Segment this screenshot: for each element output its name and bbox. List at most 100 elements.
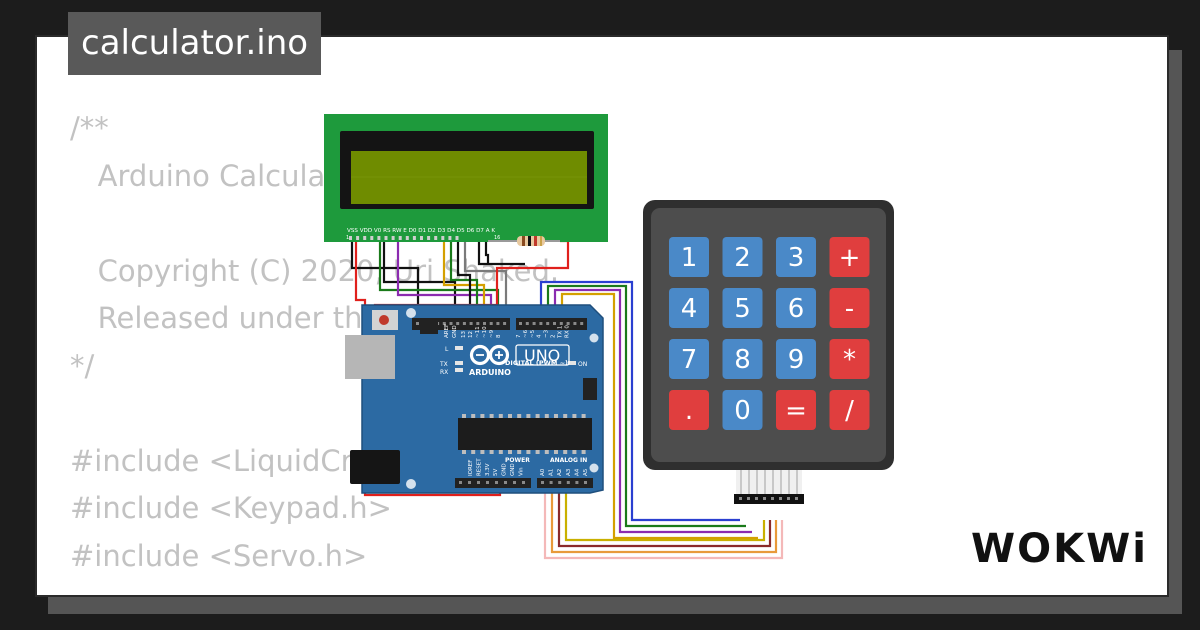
header-pin[interactable] [416,322,419,325]
header-pin[interactable] [559,322,563,325]
header-pin[interactable] [573,322,577,325]
header-pin[interactable] [456,322,460,325]
header-pin[interactable] [558,481,562,484]
key-label: 4 [681,294,698,324]
keypad-key[interactable]: + [829,237,870,277]
lcd-pin[interactable] [448,236,452,240]
wire-keypad-5 [543,486,784,560]
lcd-pin[interactable] [363,236,367,240]
connector-pin[interactable] [787,497,790,500]
lcd-pin[interactable] [391,236,395,240]
key-label: 7 [681,345,698,375]
keypad-key[interactable]: 8 [722,339,763,379]
header-pin[interactable] [519,322,522,325]
lcd-pin[interactable] [405,236,409,240]
connector-pin[interactable] [739,497,742,500]
header-pin[interactable] [532,322,536,325]
analog-pin-label: A1 [549,469,555,476]
keypad-key[interactable]: 0 [722,390,763,430]
header-pin[interactable] [546,322,550,325]
lcd-pin[interactable] [356,236,360,240]
lcd-display[interactable]: VSS VDD V0 RS RW E D0 D1 D2 D3 D4 D5 D6 … [324,114,608,242]
header-pin[interactable] [553,322,556,325]
chip-pin [489,414,494,418]
header-pin[interactable] [495,481,498,484]
chip-pin [471,414,476,418]
header-pin[interactable] [580,322,584,325]
lcd-pin[interactable] [384,236,388,240]
header-pin[interactable] [522,481,525,484]
header-pin[interactable] [486,481,489,484]
header-pin[interactable] [476,322,480,325]
chip-pin [544,450,549,454]
header-pin[interactable] [462,322,466,325]
digital-pin-label: ~9 [489,329,495,338]
connector-pin[interactable] [771,497,774,500]
chip-pin [462,414,466,418]
header-pin[interactable] [575,481,579,484]
header-pin[interactable] [489,322,493,325]
key-label: * [843,345,856,375]
lcd-pin[interactable] [398,236,402,240]
lcd-pin[interactable] [434,236,438,240]
keypad-key[interactable]: 3 [776,237,816,277]
lcd-pin[interactable] [420,236,423,240]
connector-pin[interactable] [779,497,782,500]
header-pin[interactable] [468,481,471,484]
header-pin[interactable] [477,481,480,484]
analog-pin-label: A5 [583,468,589,476]
keypad-key[interactable]: 9 [776,339,816,379]
wire-keypad-3 [553,288,752,534]
lcd-pin[interactable] [412,236,416,240]
connector-pin[interactable] [795,497,798,500]
header-pin[interactable] [539,322,543,325]
header-pin[interactable] [496,322,500,325]
keypad-key[interactable]: - [829,288,870,328]
keypad-key[interactable]: 1 [669,237,709,277]
lcd-pin[interactable] [377,236,381,240]
label-on: ON [578,361,587,368]
keypad-key[interactable]: = [776,390,816,430]
connector-pin[interactable] [747,497,750,500]
key-label: + [839,243,861,273]
chip-pin [508,450,512,454]
header-pin[interactable] [566,322,570,325]
header-pin[interactable] [469,322,473,325]
lcd-pin[interactable] [349,236,352,240]
label-led-l: L [445,346,449,353]
lcd-pin[interactable] [455,236,459,240]
header-pin[interactable] [442,322,446,325]
keypad-key[interactable]: / [829,390,870,430]
keypad-key[interactable]: 2 [722,237,763,277]
chip-pin [517,450,522,454]
header-pin[interactable] [541,481,544,484]
connector-pin[interactable] [763,497,766,500]
lcd-pin[interactable] [427,236,431,240]
chip-pin [544,414,549,418]
header-pin[interactable] [449,322,453,325]
digital-pin-label: 8 [496,334,502,338]
wokwi-logo: WOKWi [971,526,1148,572]
header-pin[interactable] [504,481,507,484]
keypad-key[interactable]: * [829,339,870,379]
resistor[interactable] [488,236,560,246]
header-pin[interactable] [584,481,587,484]
header-pin[interactable] [566,481,570,484]
header-pin[interactable] [503,322,507,325]
keypad-key[interactable]: 4 [669,288,709,328]
header-pin[interactable] [513,481,516,484]
keypad-key[interactable]: 7 [669,339,709,379]
keypad-key[interactable]: 5 [722,288,763,328]
header-pin[interactable] [525,322,529,325]
connector-pin[interactable] [755,497,758,500]
header-pin[interactable] [459,481,462,484]
keypad-key[interactable]: . [669,390,709,430]
lcd-pin[interactable] [441,236,445,240]
keypad-key[interactable]: 6 [776,288,816,328]
header-pin[interactable] [549,481,553,484]
wire-keypad-1 [539,280,740,522]
header-pin[interactable] [483,322,486,325]
lcd-pin[interactable] [370,236,374,240]
